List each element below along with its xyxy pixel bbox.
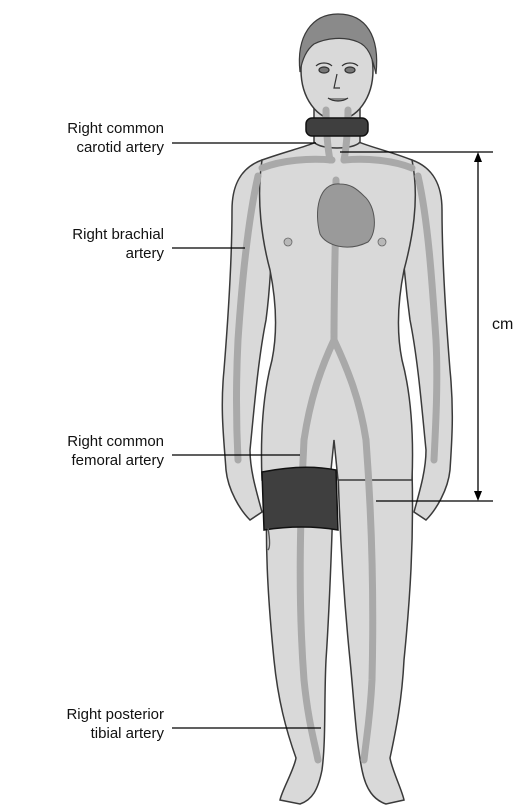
measure-arrow-down (474, 491, 482, 501)
nipple-right (284, 238, 292, 246)
brachial-label-line1: Right brachial (4, 225, 164, 244)
carotid-label-line2: carotid artery (4, 138, 164, 157)
femoral-label-line2: femoral artery (4, 451, 164, 470)
carotid-label: Right common carotid artery (4, 119, 164, 157)
tibial-label-line2: tibial artery (4, 724, 164, 743)
nipple-left (378, 238, 386, 246)
neck-collar (306, 118, 368, 136)
tibial-label: Right posterior tibial artery (4, 705, 164, 743)
femoral-label: Right common femoral artery (4, 432, 164, 470)
measurement-unit-label: cm (492, 316, 513, 334)
brachial-label-line2: artery (4, 244, 164, 263)
femoral-label-line1: Right common (4, 432, 164, 451)
carotid-label-line1: Right common (4, 119, 164, 138)
tibial-label-line1: Right posterior (4, 705, 164, 724)
measure-arrow-up (474, 152, 482, 162)
brachial-label: Right brachial artery (4, 225, 164, 263)
